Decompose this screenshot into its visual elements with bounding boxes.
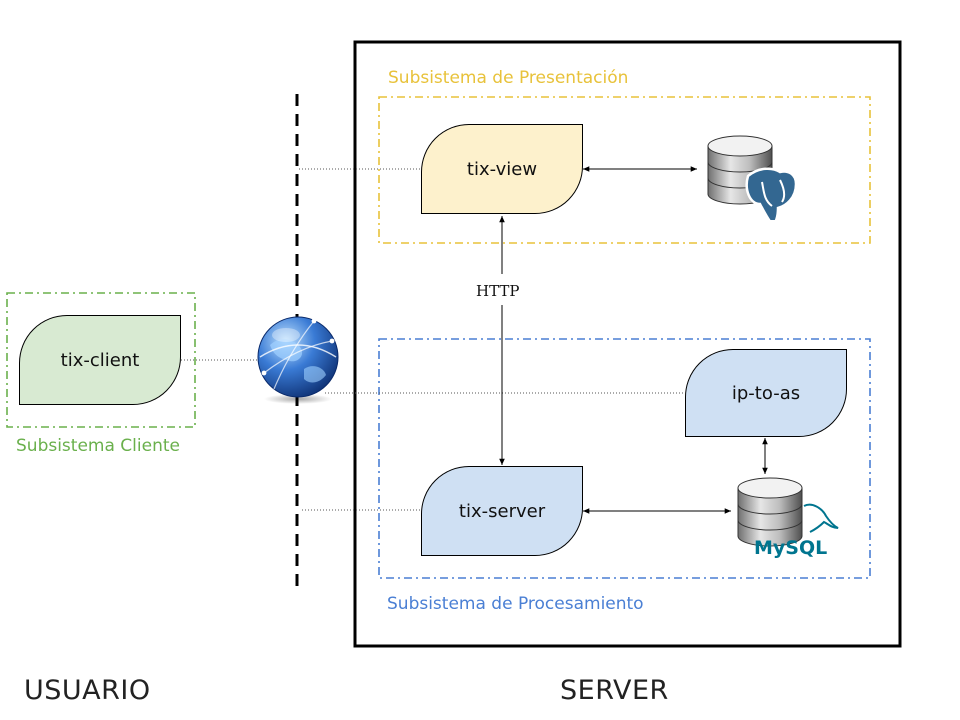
- client-subsystem-box: [6, 292, 196, 428]
- http-label: HTTP: [474, 282, 522, 300]
- processing-subsystem-label: Subsistema de Procesamiento: [387, 594, 644, 614]
- ip-to-as-node[interactable]: ip-to-as: [685, 349, 847, 437]
- presentation-subsystem-box: [378, 96, 871, 244]
- tix-server-label: tix-server: [458, 500, 546, 522]
- tix-view-node[interactable]: tix-view: [421, 124, 583, 214]
- processing-subsystem-box: [378, 338, 871, 579]
- tix-client-node[interactable]: tix-client: [19, 315, 181, 405]
- tix-client-label: tix-client: [60, 349, 140, 371]
- ip-to-as-label: ip-to-as: [731, 382, 801, 404]
- tix-server-node[interactable]: tix-server: [421, 466, 583, 556]
- internet-globe-icon: [257, 316, 339, 404]
- zone-label-usuario: USUARIO: [24, 675, 151, 706]
- server-box: [353, 40, 902, 648]
- zone-label-server: SERVER: [560, 675, 669, 706]
- mysql-database-icon: MySQL: [737, 477, 839, 559]
- presentation-subsystem-label: Subsistema de Presentación: [388, 68, 629, 88]
- client-subsystem-label: Subsistema Cliente: [16, 436, 180, 456]
- mysql-logo-text: MySQL: [754, 537, 827, 559]
- tix-view-label: tix-view: [466, 158, 538, 180]
- postgresql-database-icon: [707, 135, 798, 220]
